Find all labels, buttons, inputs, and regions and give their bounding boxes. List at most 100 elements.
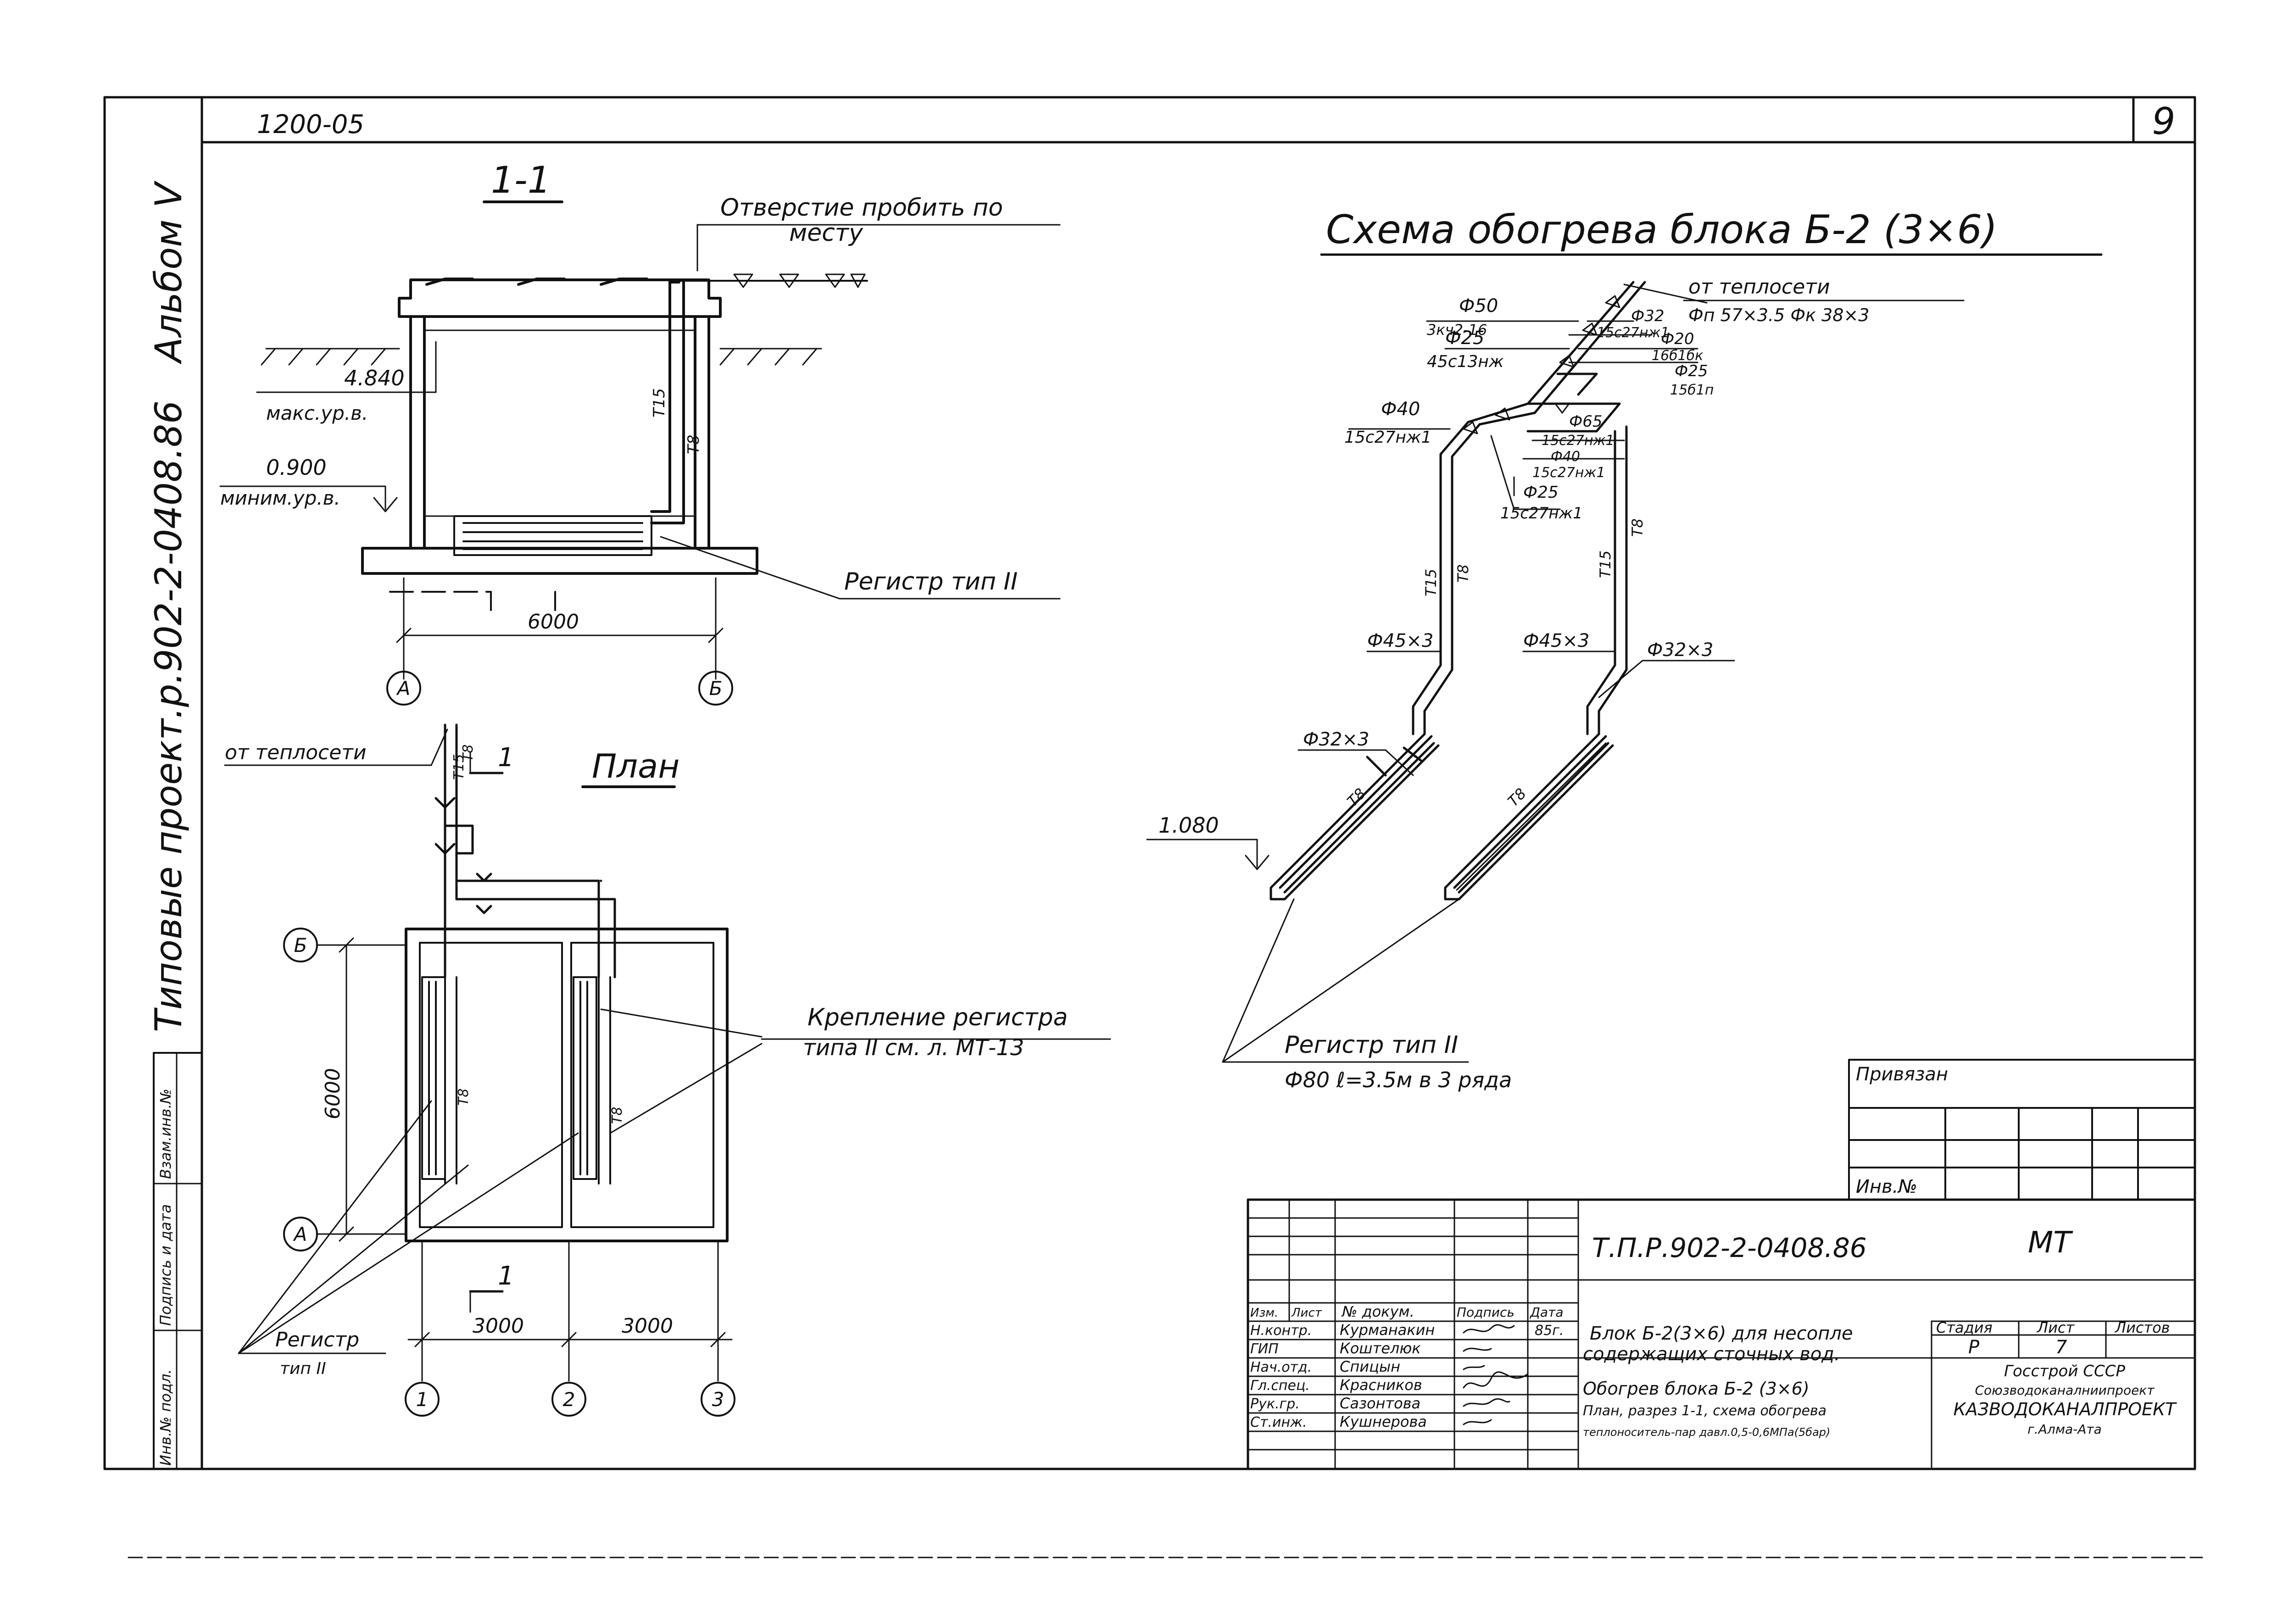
scheme-valve-45c13: 45с13нж — [1427, 352, 1504, 371]
ground-hatching — [261, 348, 822, 366]
plan-view: План от теплосети Т15 Т8 1 — [224, 723, 1111, 1417]
plan-register-left — [421, 976, 457, 1185]
scheme-d50: Ф50 — [1459, 295, 1498, 317]
scheme-valve-15c27-a: 15с27нж1 — [1597, 325, 1670, 341]
scheme-d32x3-b: Ф32×3 — [1647, 640, 1713, 661]
scheme-t8-c: Т8 — [1344, 785, 1369, 810]
plan-cut-mark-top: 1 — [498, 743, 514, 773]
org-line4: г.Алма-Ата — [2027, 1422, 2102, 1437]
section-dimension — [396, 577, 724, 680]
plan-pipe-t8-c: Т8 — [609, 1107, 625, 1124]
scheme-valve-15c27-b: 15с27нж1 — [1344, 428, 1431, 447]
hdr-sign: Подпись — [1457, 1305, 1514, 1320]
scheme-d32: Ф32 — [1631, 307, 1665, 325]
plan-cut-mark-bottom: 1 — [498, 1261, 514, 1291]
role-1: ГИП — [1250, 1341, 1279, 1357]
plan-axis-1: 1 — [416, 1388, 429, 1411]
hdr-izm: Изм. — [1250, 1306, 1278, 1320]
scheme-register-label: Регистр тип II — [1285, 1031, 1458, 1059]
plan-axis-b: Б — [294, 934, 307, 957]
hdr-date: Дата — [1529, 1305, 1564, 1320]
org-line3: КАЗВОДОКАНАЛПРОЕКТ — [1954, 1399, 2177, 1419]
plan-pipes — [434, 723, 616, 979]
main-stamp-grid — [1247, 1199, 2196, 1470]
name-5: Кушнерова — [1340, 1413, 1427, 1430]
plan-from-heating: от теплосети — [225, 741, 367, 764]
scheme-valves — [1463, 295, 1620, 434]
sheet-line3: теплоноситель-пар давл.0,5-0,6МПа(5бар) — [1583, 1426, 1830, 1439]
plan-axis-2: 2 — [563, 1388, 575, 1411]
scheme-from-heating: от теплосети — [1688, 275, 1830, 299]
section-pipe-t8: Т8 — [685, 435, 703, 454]
hole-note-line2: месту — [789, 219, 863, 247]
scheme-leaders — [1348, 284, 1965, 510]
scheme-d45x3-b: Ф45×3 — [1523, 630, 1589, 651]
scheme-d20: Ф20 — [1661, 330, 1694, 348]
max-level-value: 4.840 — [344, 366, 405, 390]
scheme-level: 1.080 — [1158, 813, 1219, 838]
section-1-1: 1-1 Т15 Т8 — [219, 159, 1061, 706]
sheet-value: 7 — [2055, 1337, 2067, 1358]
name-2: Спицын — [1340, 1358, 1400, 1375]
sheet-frame — [103, 96, 2196, 1470]
sign-date-label: Подпись и дата — [157, 1204, 174, 1326]
section-register — [453, 515, 652, 556]
role-3: Гл.спец. — [1250, 1378, 1310, 1394]
plan-building — [405, 928, 729, 1242]
plan-mount-note-line2: типа II см. л. МТ-13 — [803, 1035, 1024, 1061]
scheme-t8-a: Т8 — [1454, 564, 1472, 583]
plan-pipe-t8-a: Т8 — [460, 745, 476, 762]
plan-register-label: Регистр — [275, 1328, 359, 1351]
stage-value: Р — [1968, 1337, 1980, 1358]
name-0: Курманакин — [1340, 1321, 1435, 1339]
hole-note-line1: Отверстие пробить по — [720, 194, 1003, 222]
min-level-label: миним.ур.в. — [220, 487, 340, 509]
heating-scheme: Схема обогрева блока Б-2 (3×6) — [1146, 207, 2103, 1092]
side-project-label: Типовые проект.р.902-2-0408.86 — [147, 400, 190, 1032]
name-3: Красников — [1340, 1376, 1422, 1394]
section-pipe-t15: Т15 — [650, 388, 668, 417]
replace-inv-label: Взам.инв.№ — [157, 1089, 174, 1179]
name-4: Сазонтова — [1340, 1395, 1420, 1412]
tank-outline — [361, 278, 758, 575]
scheme-d65: Ф65 — [1569, 412, 1603, 431]
plan-dim-3000-a: 3000 — [473, 1314, 524, 1338]
scheme-t15-b: Т15 — [1597, 551, 1614, 578]
org-line1: Госстрой СССР — [2004, 1362, 2125, 1380]
name-1: Коштелюк — [1340, 1340, 1421, 1357]
doc-mark: МТ — [2028, 1226, 2073, 1260]
plan-bottom-dimensions — [407, 1240, 733, 1382]
scheme-valve-15c27-c: 15с27нж1 — [1542, 433, 1615, 449]
max-level-label: макс.ур.в. — [266, 402, 368, 424]
plan-mount-note-line1: Крепление регистра — [807, 1004, 1068, 1031]
scheme-fp-note: Фп 57×3.5 Фк 38×3 — [1688, 305, 1869, 325]
scheme-valve-3kch: 3кч2-16 — [1427, 321, 1487, 339]
section-register-label: Регистр тип II — [844, 568, 1018, 595]
plan-pipe-t15: Т15 — [451, 754, 467, 780]
tied-label: Привязан — [1856, 1064, 1948, 1085]
sheet-number-box: 9 — [2132, 96, 2196, 144]
sheet-line1: Обогрев блока Б-2 (3×6) — [1583, 1379, 1810, 1399]
project-line1: Блок Б-2(3×6) для несопле — [1590, 1323, 1853, 1344]
sheet-label: Лист — [2037, 1319, 2075, 1336]
section-dim-width: 6000 — [528, 610, 579, 634]
section-axis-b: Б — [709, 677, 723, 700]
scheme-d25-c: Ф25 — [1523, 483, 1559, 502]
section-axis-a: А — [396, 677, 411, 700]
plan-dim-6000: 6000 — [321, 1068, 345, 1119]
section-pipe — [650, 273, 868, 524]
scheme-register-spec: Ф80 ℓ=3.5м в 3 ряда — [1285, 1068, 1512, 1092]
signatures — [1463, 1324, 1529, 1425]
role-4: Рук.гр. — [1250, 1396, 1300, 1412]
plan-pipe-t8-b: Т8 — [456, 1089, 472, 1106]
scheme-valve-15c27-e: 15с27нж1 — [1500, 504, 1583, 523]
hdr-doc: № докум. — [1341, 1303, 1414, 1320]
plan-axis-3: 3 — [712, 1388, 724, 1411]
scheme-title: Схема обогрева блока Б-2 (3×6) — [1326, 207, 1998, 253]
stage-label: Стадия — [1936, 1319, 1993, 1336]
scheme-t8-b: Т8 — [1629, 518, 1646, 537]
stamp-signatories: Н.контр. ГИП Нач.отд. Гл.спец. Рук.гр. С… — [1250, 1321, 1564, 1430]
scheme-d25-a: Ф25 — [1445, 328, 1484, 349]
